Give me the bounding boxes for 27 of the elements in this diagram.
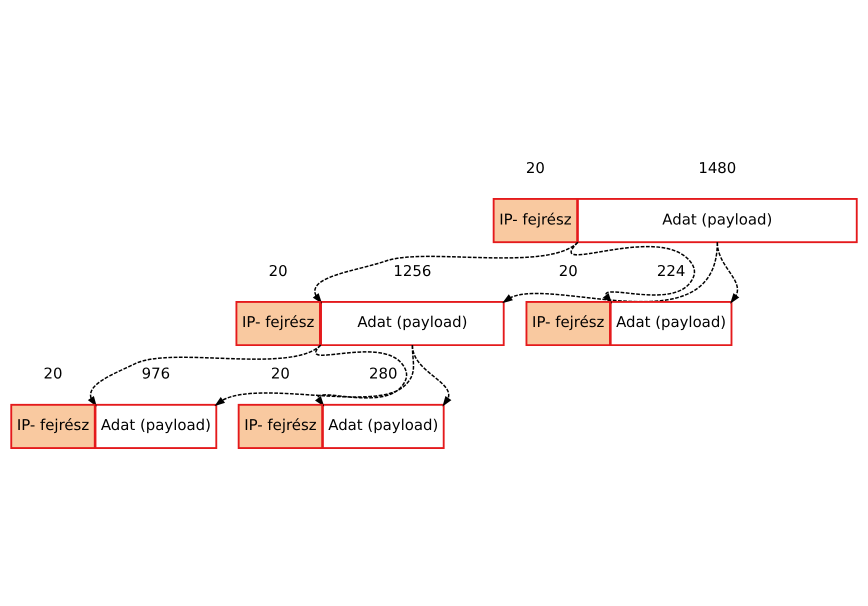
arrow [570, 242, 696, 304]
node-box: IP- fejrész [238, 404, 324, 449]
label: 224 [656, 262, 686, 280]
label: 976 [142, 364, 170, 383]
arrow [312, 242, 578, 304]
arrow [412, 345, 452, 407]
arrow [214, 345, 414, 406]
node-box: Adat (payload) [320, 300, 505, 346]
node-box: IP- fejrész [492, 198, 578, 244]
node-box: IP- fejrész [235, 300, 321, 346]
arrow [315, 344, 408, 407]
label: 20 [268, 262, 288, 280]
label: 20 [526, 158, 545, 177]
node-box: IP- fejrész [10, 404, 96, 449]
label: 20 [558, 262, 578, 280]
node-box: Adat (payload) [94, 404, 218, 449]
node-box: Adat (payload) [610, 300, 732, 346]
label: 1256 [393, 262, 432, 280]
label: 20 [270, 364, 290, 383]
label: 20 [44, 364, 62, 383]
node-box: Adat (payload) [576, 198, 858, 244]
label: 1480 [698, 158, 736, 177]
arrow [716, 242, 740, 304]
label: 280 [369, 364, 398, 383]
node-box: Adat (payload) [322, 404, 445, 449]
node-box: IP- fejrész [526, 300, 611, 346]
arrow [502, 242, 718, 304]
